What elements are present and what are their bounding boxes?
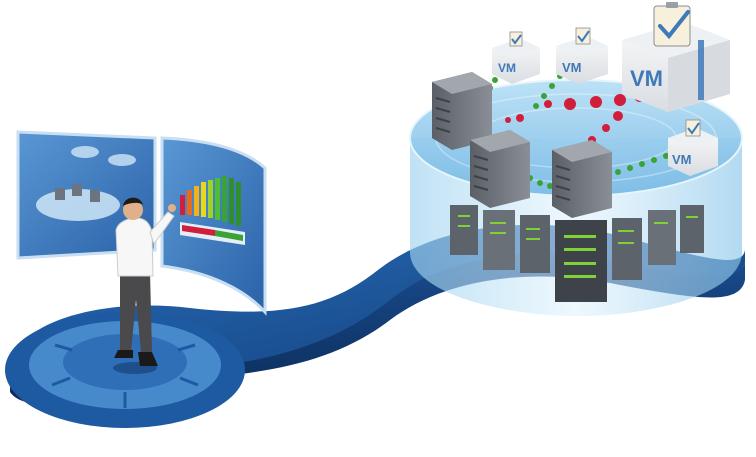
vm-box-icon: VM (622, 2, 730, 112)
screen-mini-server (90, 190, 100, 202)
screen-mini-disc (108, 154, 136, 166)
screen-mini-disc (71, 146, 99, 158)
vm-label: VM (630, 66, 663, 91)
server-tower-icon (470, 130, 530, 208)
platform (5, 224, 745, 428)
vm-label: VM (562, 60, 582, 75)
vm-box-icon: VM (556, 27, 608, 84)
clipboard-checkmark-icon (685, 119, 701, 137)
vm-label: VM (498, 61, 516, 75)
server-towers (432, 72, 612, 218)
clipboard-checkmark-icon (575, 27, 591, 45)
dashboard-screen-right (160, 136, 267, 316)
vm-box-icon: VM (492, 31, 540, 84)
vm-label: VM (672, 152, 692, 167)
server-tower-icon (432, 72, 492, 150)
screen-bar-gauge (180, 176, 245, 245)
platform-ring-segments (51, 322, 199, 408)
platform-left-inner (63, 334, 187, 390)
screen-mini-server (72, 184, 82, 196)
screen-mini-server (55, 188, 65, 200)
vm-box-icon: VM (668, 119, 718, 176)
server-rack-icon (450, 205, 704, 302)
clipboard-checkmark-icon (509, 31, 523, 47)
vm-boxes: VM VM VM VM (492, 2, 730, 176)
person-icon (113, 197, 176, 374)
server-tower-icon (552, 140, 612, 218)
